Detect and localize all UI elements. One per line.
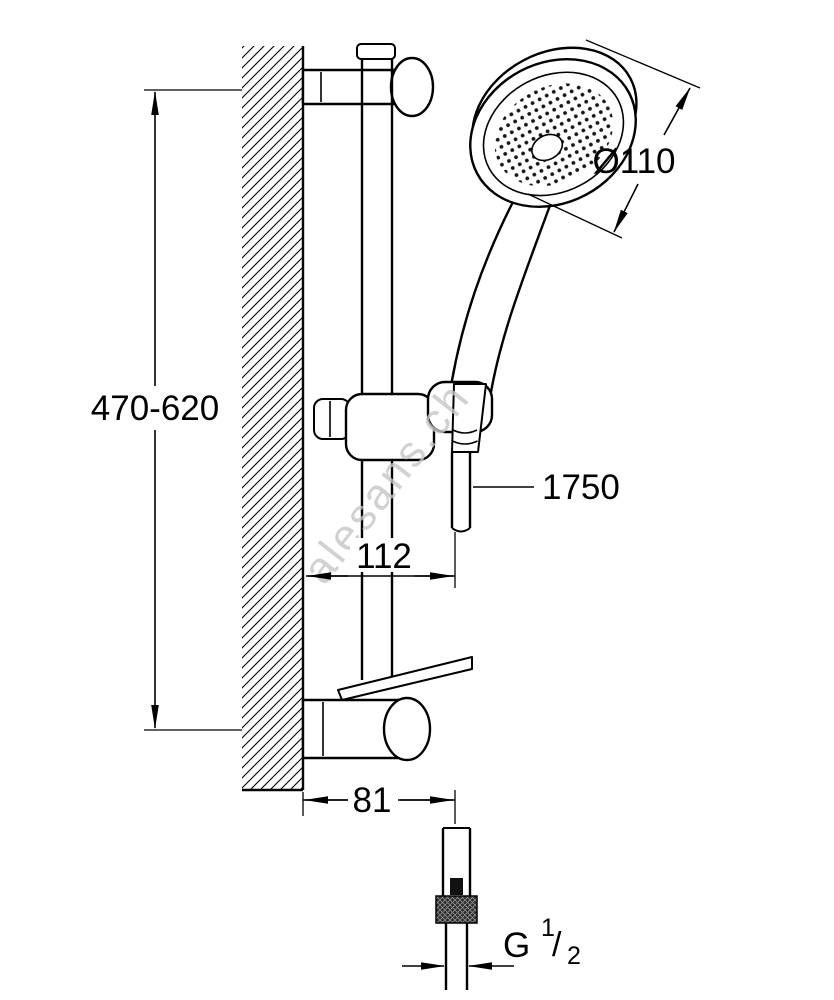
wall-offset-label: 81	[353, 781, 392, 820]
rail-height-label: 470-620	[91, 389, 219, 428]
diameter-extension-top	[585, 39, 701, 89]
shower-face-rim	[482, 71, 625, 197]
label-mask	[350, 538, 414, 572]
clamp-lever	[313, 398, 351, 440]
rail-top-cap	[356, 43, 396, 60]
spray-center-cap	[531, 133, 564, 162]
cone-rib-2	[452, 440, 478, 445]
dimension-rail-height: 470-620	[91, 89, 242, 731]
shower-handle	[449, 196, 554, 400]
dimension-head-diameter: Ø110	[527, 39, 701, 239]
cone-rib-1	[452, 429, 478, 434]
hose-cut-end	[451, 527, 471, 533]
dimension-thread-size: G 1 / 2	[402, 914, 581, 970]
dimension-rail-offset: 112	[306, 532, 456, 588]
handle-cone	[451, 383, 487, 453]
wall-hatching	[242, 46, 303, 790]
hose-length-label: 1750	[542, 468, 620, 507]
bottom-wall-bracket	[301, 696, 432, 762]
hand-shower	[449, 46, 638, 400]
soap-dish	[337, 656, 473, 701]
diameter-arrow-lower	[613, 183, 639, 233]
hose-connection-fitting	[435, 827, 478, 990]
shower-hose-upper	[450, 452, 472, 533]
dimension-hose-length: 1750	[473, 468, 620, 507]
dimension-wall-offset: 81	[302, 781, 456, 824]
glide-element	[313, 380, 494, 462]
fitting-seal-insert	[450, 878, 463, 895]
rail-offset-label: 112	[356, 537, 412, 576]
thread-label-numerator: 1	[541, 914, 555, 942]
slide-rail	[360, 58, 394, 680]
dish-profile	[337, 656, 473, 701]
thread-label-denominator: 2	[567, 942, 581, 970]
bottom-bracket-escutcheon	[382, 696, 432, 762]
top-bracket-escutcheon	[389, 56, 435, 118]
thread-label-g: G	[503, 926, 530, 965]
shower-head	[469, 46, 638, 209]
diameter-arrow-upper	[663, 87, 691, 136]
knurled-nut	[435, 895, 478, 924]
head-diameter-label: Ø110	[592, 142, 675, 181]
top-bracket-arm	[301, 68, 403, 106]
thread-label-slash: /	[552, 926, 562, 964]
diameter-extension-bottom	[527, 193, 623, 239]
wall-section	[242, 46, 305, 792]
top-wall-bracket	[301, 43, 435, 118]
